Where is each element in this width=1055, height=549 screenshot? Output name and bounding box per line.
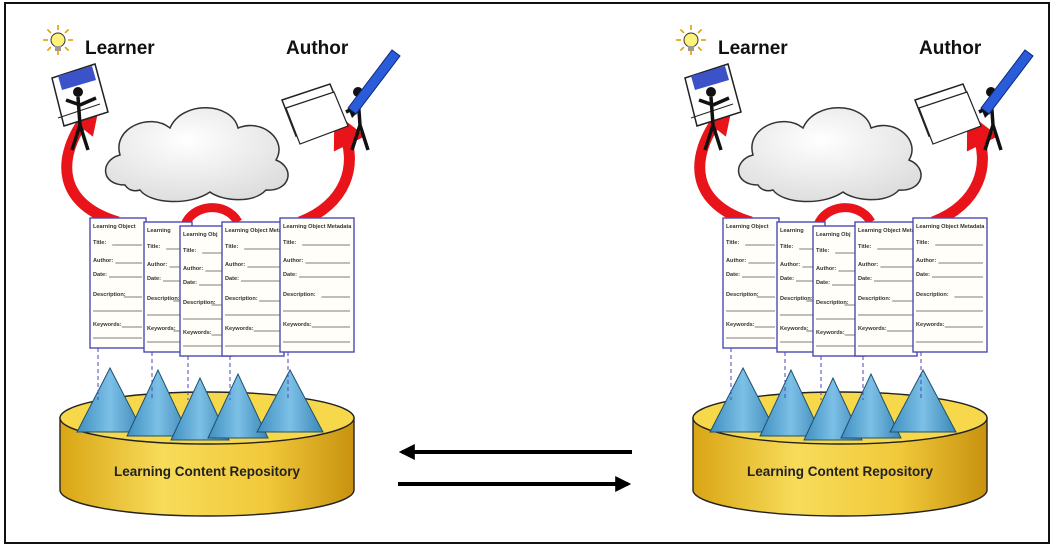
learning-object-pyramid xyxy=(207,372,269,439)
learning-object-pyramid xyxy=(256,368,324,433)
learning-object-pyramid xyxy=(709,366,777,433)
metadata-card-title: Learning Obj xyxy=(816,232,851,238)
metadata-field-label: Keywords: xyxy=(726,322,755,328)
author-label: Author xyxy=(919,38,982,59)
lightbulb-reader-icon xyxy=(43,25,109,151)
pen-writer-icon xyxy=(914,49,1034,151)
learning-object-pyramids xyxy=(709,366,957,441)
metadata-field-label: Description: xyxy=(816,300,849,306)
metadata-card-title: Learning xyxy=(780,228,804,234)
metadata-field-label: Description: xyxy=(726,292,759,298)
frame-border xyxy=(4,2,1050,544)
metadata-field-label: Date: xyxy=(816,280,830,286)
metadata-field-label: Author: xyxy=(816,266,836,272)
metadata-field-label: Title: xyxy=(780,244,793,250)
learning-object-pyramids xyxy=(76,366,324,441)
metadata-field-label: Author: xyxy=(183,266,203,272)
metadata-field-label: Author: xyxy=(283,258,303,264)
metadata-field-label: Title: xyxy=(283,240,296,246)
metadata-field-label: Author: xyxy=(147,262,167,268)
metadata-card-title: Learning xyxy=(147,228,171,234)
metadata-field-label: Author: xyxy=(858,262,878,268)
metadata-field-label: Date: xyxy=(183,280,197,286)
metadata-field-label: Author: xyxy=(916,258,936,264)
author-red-arrow xyxy=(297,112,366,228)
metadata-field-label: Title: xyxy=(916,240,929,246)
center-red-arrow xyxy=(180,203,242,228)
metadata-field-label: Date: xyxy=(858,276,872,282)
network-cloud-icon xyxy=(104,107,289,203)
metadata-field-label: Title: xyxy=(93,240,106,246)
metadata-field-label: Date: xyxy=(283,272,297,278)
metadata-field-label: Title: xyxy=(183,248,196,254)
metadata-card-title: Learning Obj xyxy=(183,232,218,238)
metadata-card-title: Learning Object Metadata xyxy=(225,228,294,234)
metadata-field-label: Author: xyxy=(225,262,245,268)
metadata-field-label: Description: xyxy=(916,292,949,298)
metadata-field-label: Description: xyxy=(283,292,316,298)
metadata-field-label: Date: xyxy=(916,272,930,278)
metadata-field-label: Author: xyxy=(726,258,746,264)
metadata-field-label: Title: xyxy=(858,244,871,250)
metadata-field-label: Description: xyxy=(147,296,180,302)
learning-object-pyramid xyxy=(889,368,957,433)
lightbulb-reader-icon xyxy=(676,25,742,151)
metadata-field-label: Keywords: xyxy=(183,330,212,336)
metadata-field-label: Date: xyxy=(225,276,239,282)
metadata-field-label: Keywords: xyxy=(916,322,945,328)
metadata-field-label: Date: xyxy=(726,272,740,278)
metadata-card-title: Learning Object xyxy=(726,224,769,230)
metadata-field-label: Title: xyxy=(726,240,739,246)
metadata-field-label: Date: xyxy=(147,276,161,282)
metadata-field-label: Description: xyxy=(780,296,813,302)
metadata-field-label: Description: xyxy=(93,292,126,298)
learning-object-pyramid xyxy=(76,366,144,433)
metadata-field-label: Author: xyxy=(93,258,113,264)
metadata-card-title: Learning Object xyxy=(93,224,136,230)
center-red-arrow xyxy=(813,203,875,228)
metadata-card-title: Learning Object Metadata xyxy=(283,224,352,230)
repository-label: Learning Content Repository xyxy=(114,464,300,479)
metadata-card-title: Learning Object Metadata xyxy=(858,228,927,234)
metadata-field-label: Keywords: xyxy=(858,326,887,332)
exchange-arrows xyxy=(398,444,632,492)
metadata-card-title: Learning Object Metadata xyxy=(916,224,985,230)
metadata-field-label: Description: xyxy=(225,296,258,302)
learning-object-pyramid xyxy=(126,368,190,437)
author-red-arrow xyxy=(930,112,999,228)
metadata-field-label: Keywords: xyxy=(225,326,254,332)
learning-object-pyramid xyxy=(840,372,902,439)
metadata-field-label: Keywords: xyxy=(147,326,176,332)
metadata-field-label: Date: xyxy=(780,276,794,282)
learner-label: Learner xyxy=(718,38,788,59)
network-cloud-icon xyxy=(737,107,922,203)
metadata-field-label: Title: xyxy=(225,244,238,250)
metadata-field-label: Author: xyxy=(780,262,800,268)
metadata-field-label: Keywords: xyxy=(816,330,845,336)
metadata-field-label: Title: xyxy=(816,248,829,254)
repository-label: Learning Content Repository xyxy=(747,464,933,479)
pen-writer-icon xyxy=(281,49,401,151)
metadata-field-label: Title: xyxy=(147,244,160,250)
learner-label: Learner xyxy=(85,38,155,59)
metadata-field-label: Keywords: xyxy=(283,322,312,328)
metadata-field-label: Description: xyxy=(183,300,216,306)
learning-object-pyramid xyxy=(759,368,823,437)
metadata-field-label: Keywords: xyxy=(780,326,809,332)
metadata-field-label: Date: xyxy=(93,272,107,278)
metadata-field-label: Description: xyxy=(858,296,891,302)
author-label: Author xyxy=(286,38,349,59)
metadata-field-label: Keywords: xyxy=(93,322,122,328)
